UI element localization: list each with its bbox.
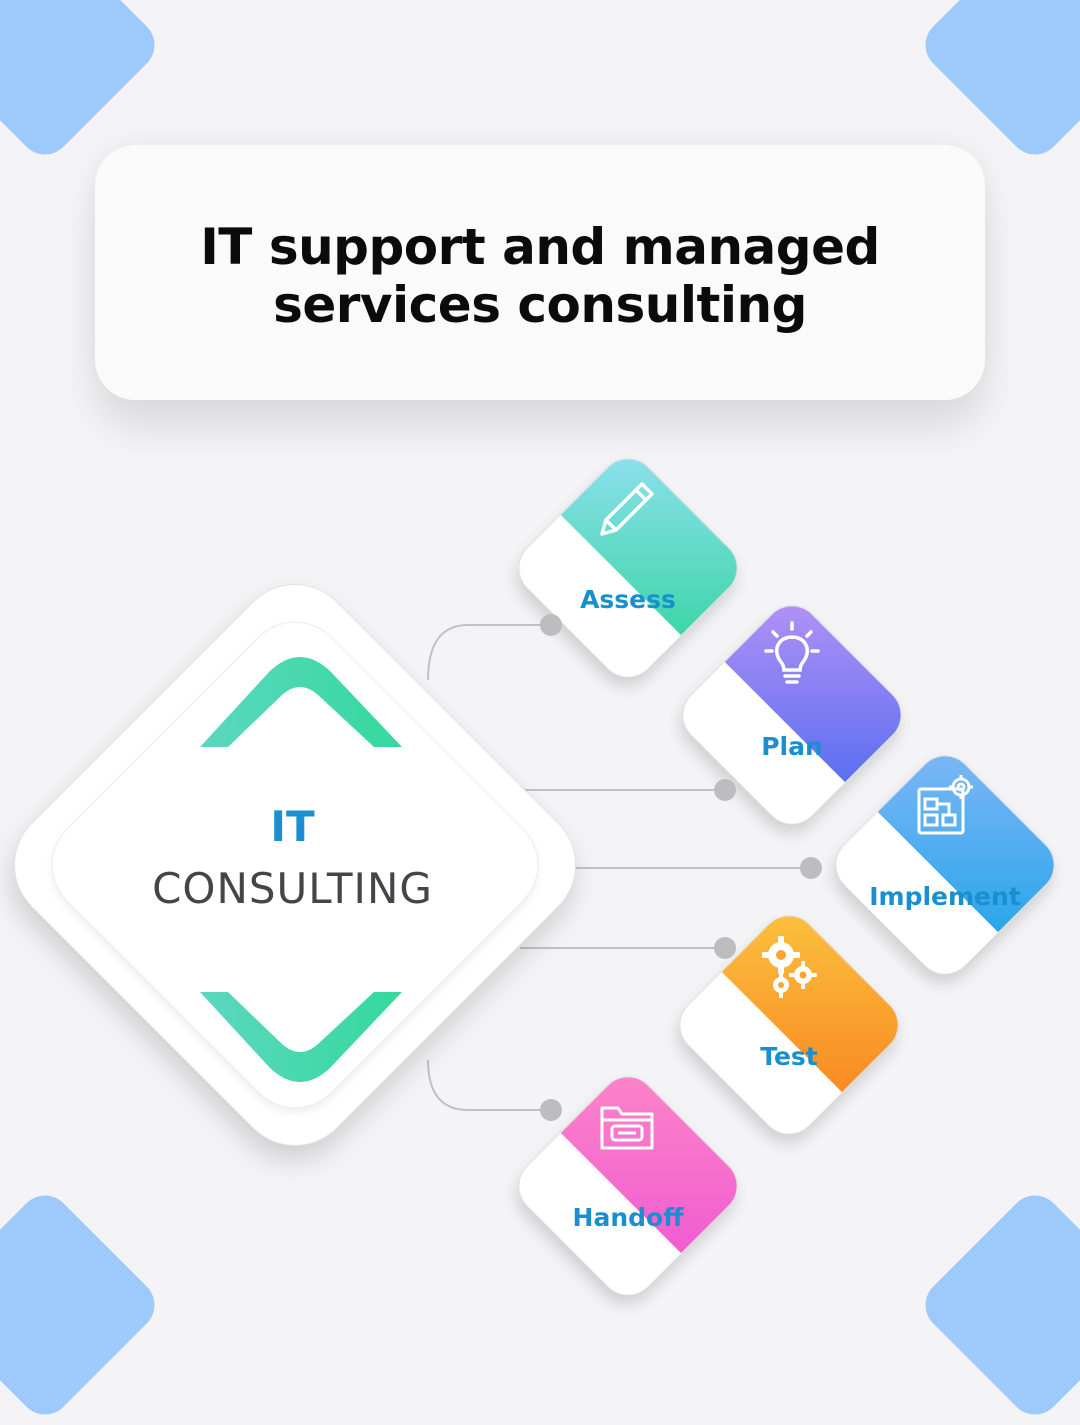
step-assess-label: Assess <box>580 585 676 614</box>
lightbulb-icon <box>764 621 820 684</box>
chevron-up-icon <box>200 657 402 747</box>
connector-lines <box>427 624 810 1111</box>
connector-dot-assess <box>540 614 562 636</box>
step-plan: Plan <box>671 585 913 845</box>
center-title-consulting: CONSULTING <box>152 864 433 913</box>
connector-dot-implement <box>800 857 822 879</box>
center-title-it: IT <box>270 802 315 851</box>
pencil-icon <box>600 482 654 536</box>
connector-dot-plan <box>714 779 736 801</box>
step-test-label: Test <box>760 1042 818 1071</box>
blueprint-gear-icon <box>917 775 973 835</box>
chevron-down-icon <box>200 992 402 1082</box>
step-assess: Assess <box>507 438 749 698</box>
page-title: IT support and managed services consulti… <box>200 218 880 334</box>
folder-icon <box>600 1106 654 1150</box>
title-card <box>95 145 985 400</box>
step-implement-label: Implement <box>869 882 1021 911</box>
connector-dot-test <box>714 937 736 959</box>
connector-dot-handoff <box>540 1099 562 1121</box>
step-handoff-label: Handoff <box>572 1203 684 1232</box>
step-handoff: Handoff <box>507 1056 749 1316</box>
step-plan-label: Plan <box>761 732 823 761</box>
gears-icon <box>762 936 817 998</box>
step-test: Test <box>668 895 910 1155</box>
step-implement: Implement <box>824 735 1066 995</box>
